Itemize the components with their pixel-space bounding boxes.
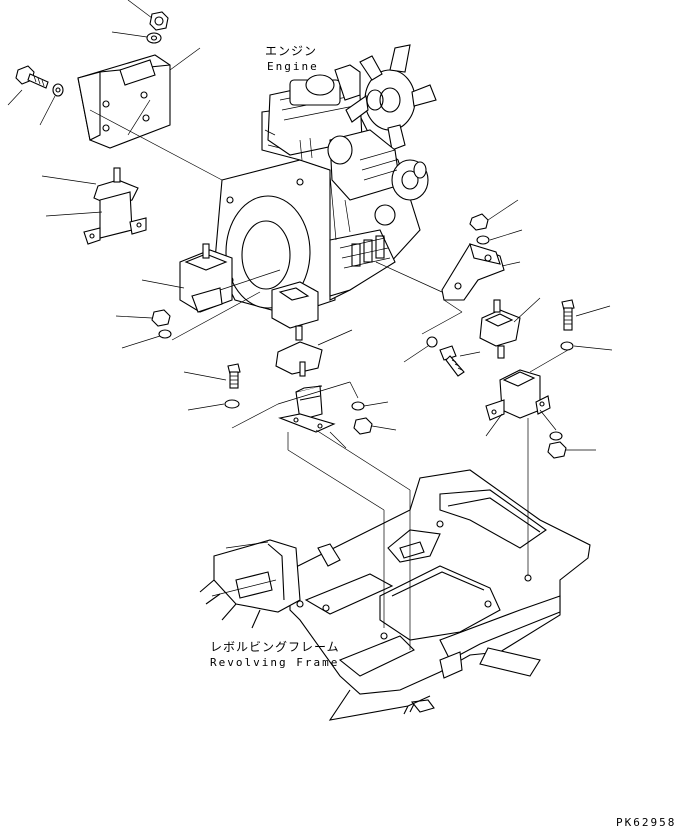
nut-icon (149, 11, 169, 31)
front-left-mount-group (115, 243, 281, 349)
washer-icon (158, 329, 172, 339)
right-bracket-group (375, 199, 613, 459)
bolt-icon (439, 345, 465, 377)
washer-icon (426, 336, 438, 348)
revolving-frame (199, 469, 591, 721)
bolt-icon (561, 299, 575, 331)
revolving-frame-label-jp: レボルビングフレーム (210, 640, 340, 654)
washer-icon (224, 399, 240, 409)
nut-icon (353, 417, 373, 435)
washer-icon (52, 83, 64, 97)
nut-icon (547, 441, 567, 459)
washer-icon (146, 32, 162, 44)
washer-icon (549, 431, 563, 441)
bolt-icon (15, 65, 49, 89)
engine-label-jp: エンジン (265, 44, 318, 58)
engine-mount-bracket-center (278, 385, 336, 433)
nut-icon (151, 309, 171, 327)
washer-icon (476, 235, 490, 245)
bolt-icon (227, 363, 241, 389)
revolving-frame-label-en: Revolving Frame (210, 656, 340, 669)
washer-icon (560, 341, 574, 351)
drawing-code: PK62958 (616, 816, 677, 829)
engine-label-en: Engine (267, 60, 319, 73)
rubber-mount-left-upper (83, 167, 147, 245)
upper-left-bracket-group (7, 0, 223, 245)
engine-bracket-left (77, 54, 171, 149)
center-rubber-mount (271, 281, 353, 377)
nut-icon (469, 213, 489, 231)
washer-icon (351, 401, 365, 411)
engine-assembly (214, 44, 437, 316)
